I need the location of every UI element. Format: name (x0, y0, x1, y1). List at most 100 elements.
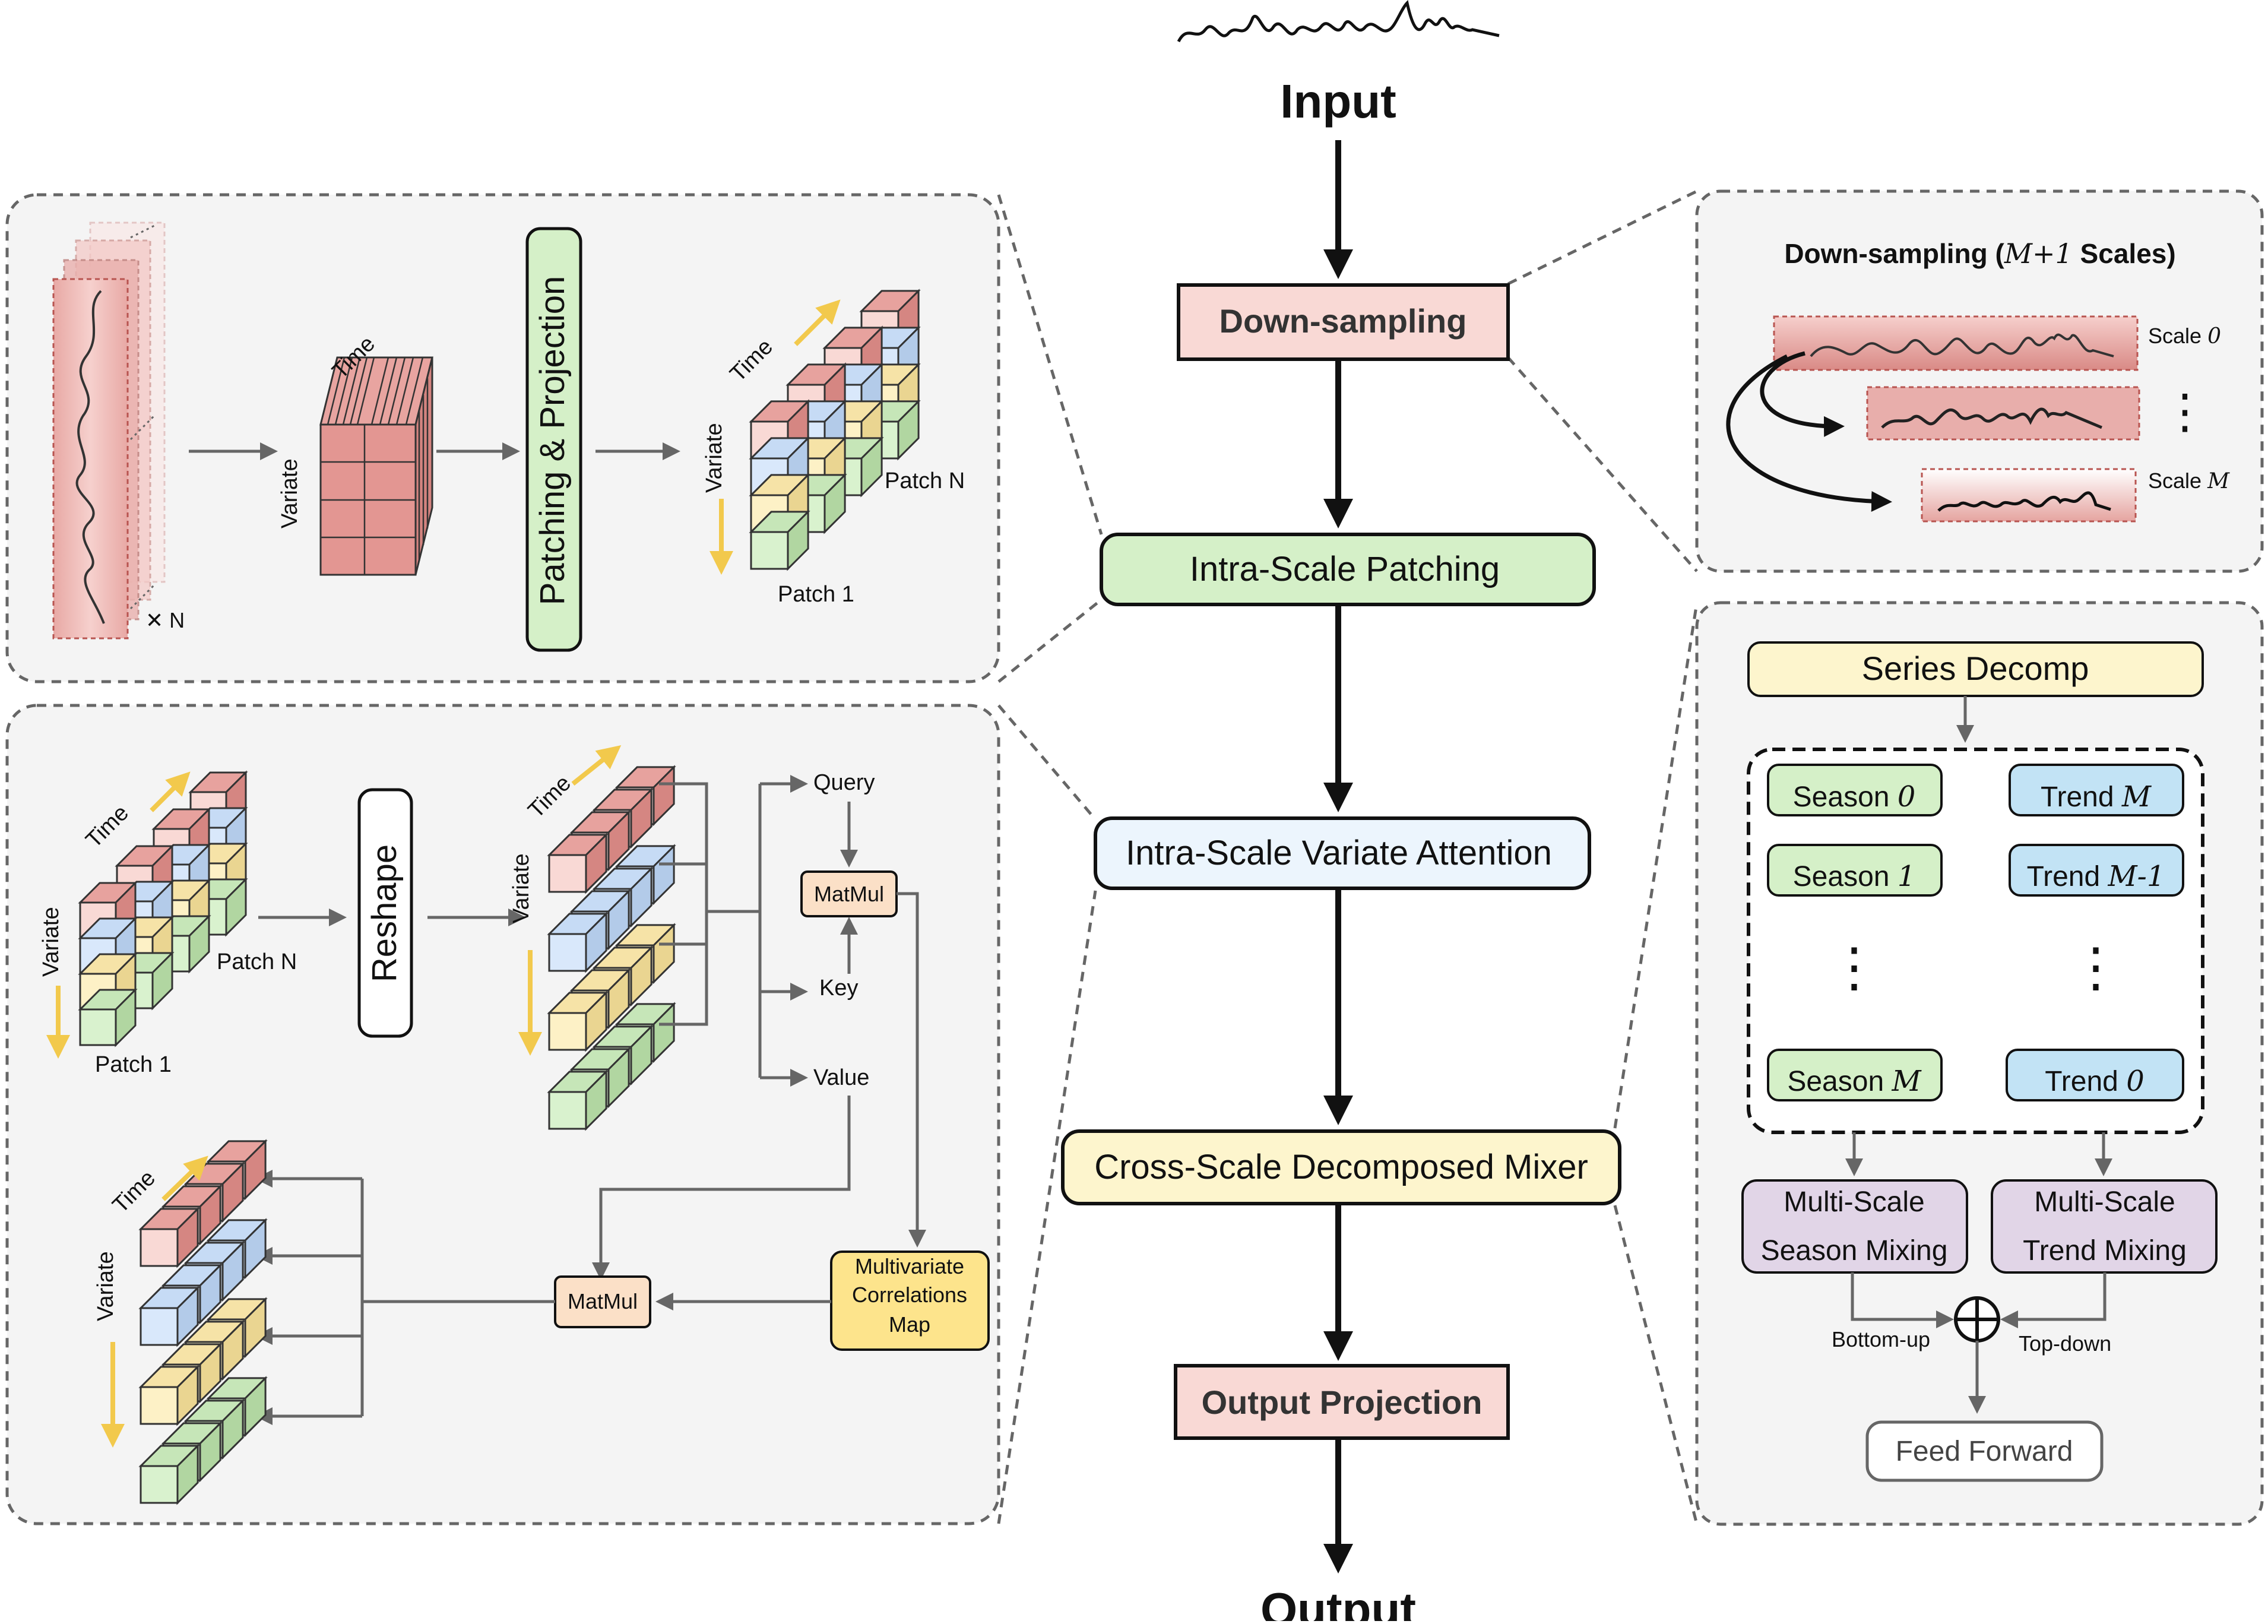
trend-m-box (2009, 764, 2184, 816)
trend-m1-box (2009, 844, 2184, 897)
token-cube-face (140, 1465, 179, 1504)
token-cube-face (140, 1386, 179, 1425)
output-rows-variate-label: Variate (93, 1251, 118, 1321)
patches-variate-label: Variate (702, 423, 727, 493)
trend-mixing-line1: Multi-Scale (2034, 1186, 2175, 1218)
top-down-label: Top-down (2019, 1331, 2111, 1356)
grid-variate-label: Variate (277, 458, 302, 528)
rows-bus (659, 782, 762, 1078)
downsampling-title: Down-sampling (M+1 Scales) (1784, 238, 2175, 270)
series-decomp-box (1747, 641, 2204, 697)
trend-m-label: Trend M (2041, 780, 2152, 813)
season-dots: ⋮ (1827, 938, 1881, 998)
query-label: Query (813, 770, 875, 795)
patch-n-label: Patch N (885, 468, 965, 493)
trend-0-box (2006, 1049, 2184, 1101)
scale-m-waveform (1937, 491, 2111, 512)
zoom-line (1613, 1205, 1699, 1525)
variate-token-rows-output (138, 1139, 268, 1505)
scale-m-label: Scale M (2148, 468, 2230, 493)
trend-dots: ⋮ (2069, 938, 2123, 998)
attn-variate-label: Variate (39, 907, 64, 977)
trend-mixing-line2: Trend Mixing (2023, 1235, 2187, 1267)
arrow-season-to-sum (1851, 1272, 1954, 1328)
feed-forward-box (1865, 1420, 2104, 1482)
bottom-up-label: Bottom-up (1832, 1327, 1930, 1351)
matmul-top-label: MatMul (814, 882, 884, 906)
output-bus (360, 1179, 555, 1416)
down-sampling-label: Down-sampling (1219, 302, 1467, 340)
corr-line3: Map (889, 1312, 930, 1337)
patch-token-stacks (78, 770, 248, 1047)
output-label: Output (1260, 1583, 1416, 1621)
scale-0-waveform (1810, 333, 2114, 357)
corr-line2: Correlations (852, 1283, 967, 1307)
arrow-value-to-matmul (592, 1096, 851, 1280)
token-cube-face (548, 933, 587, 972)
trend-m1-label: Trend M-1 (2027, 860, 2165, 893)
token-cube-face (79, 1008, 117, 1046)
time-direction-arrow (571, 745, 622, 786)
patching-projection-box (525, 227, 582, 652)
season-1-label: Season 1 (1793, 860, 1916, 893)
output-projection-label: Output Projection (1202, 1384, 1483, 1421)
intra-scale-variate-attention-box (1094, 816, 1591, 890)
matmul-bottom-label: MatMul (568, 1289, 638, 1313)
zoom-connectors (997, 189, 1699, 1525)
variate-token-rows (547, 765, 676, 1131)
trend-0-label: Trend 0 (2045, 1065, 2145, 1098)
down-sampling-box (1177, 283, 1510, 361)
intra-scale-patching-label: Intra-Scale Patching (1190, 550, 1500, 588)
series-waveform (75, 290, 105, 624)
arrow-scale0-to-scalem (1726, 354, 1892, 512)
output-projection-box (1174, 1364, 1510, 1440)
sum-operator (1954, 1296, 2000, 1343)
season-m-label: Season M (1787, 1065, 1922, 1098)
time-direction-arrow (161, 1156, 208, 1201)
rows-variate-label: Variate (509, 853, 534, 923)
season-0-label: Season 0 (1793, 780, 1916, 813)
token-cube-face (140, 1228, 179, 1267)
times-n-label: ✕ N (145, 608, 185, 632)
patch-1-label: Patch 1 (778, 582, 854, 607)
input-waveform (1177, 0, 1500, 43)
token-cube-face (548, 854, 587, 893)
series-decomp-label: Series Decomp (1862, 650, 2089, 687)
key-label: Key (819, 976, 858, 1001)
token-cube-face (140, 1307, 179, 1346)
variate-time-grid (319, 356, 433, 576)
input-label: Input (1280, 75, 1396, 128)
arrow-scale0-to-scale1 (1760, 351, 1845, 437)
season-m-box (1767, 1049, 1943, 1101)
stacked-series-input (52, 221, 166, 640)
zoom-line (997, 599, 1103, 683)
attn-patch-1-label: Patch 1 (95, 1052, 172, 1077)
value-label: Value (813, 1065, 869, 1090)
reshape-box (357, 788, 413, 1038)
patch-token-stacks (749, 289, 921, 571)
arrow-matmul-to-corr (897, 892, 926, 1248)
feed-forward-label: Feed Forward (1896, 1436, 2073, 1467)
zoom-line (997, 890, 1097, 1524)
scale-1-waveform (1881, 407, 2102, 429)
arrow-trend-to-sum (2000, 1272, 2107, 1328)
series-sheet-front (52, 278, 129, 640)
time-direction-arrow (150, 771, 191, 812)
corr-line1: Multivariate (855, 1254, 964, 1278)
token-cube-face (548, 1091, 587, 1130)
scale-dots: ⋮ (2161, 385, 2209, 438)
patching-projection-label: Patching & Projection (533, 276, 572, 606)
zoom-line (997, 194, 1103, 535)
stack-dots (130, 224, 155, 239)
reshape-label: Reshape (365, 844, 404, 982)
attn-patch-n-label: Patch N (217, 949, 297, 974)
season-mixing-line1: Multi-Scale (1784, 1186, 1924, 1218)
token-cube-face (750, 531, 789, 570)
intra-scale-patching-box (1100, 533, 1596, 606)
season-mixing-box (1741, 1179, 1968, 1274)
token-cube-face (548, 1012, 587, 1051)
zoom-line (1613, 602, 1699, 1129)
season-mixing-line2: Season Mixing (1761, 1235, 1948, 1267)
